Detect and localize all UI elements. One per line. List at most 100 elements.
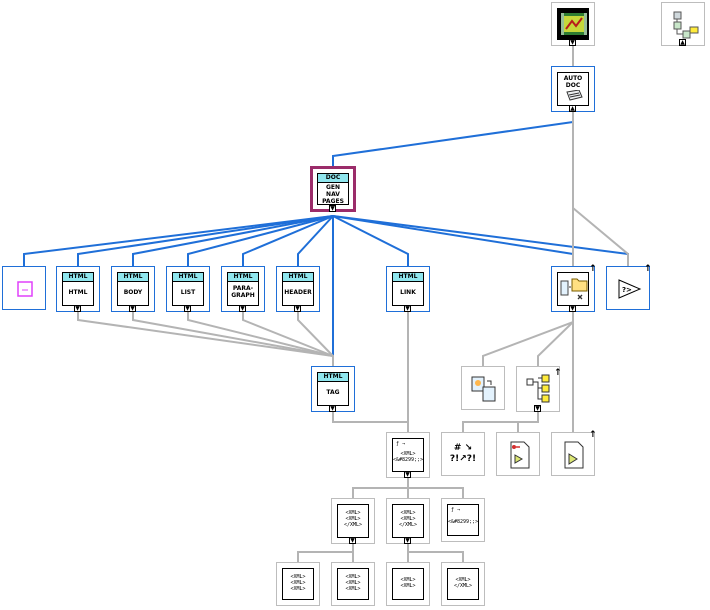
file-vi-icon <box>564 441 584 469</box>
top-main-node[interactable]: ▼ <box>551 2 595 46</box>
wire-escape-to-xmlc <box>408 487 464 498</box>
expand-arrow-icon[interactable]: ▼ <box>329 205 336 212</box>
key-file-node[interactable] <box>496 432 540 476</box>
expand-arrow-icon[interactable]: ▼ <box>349 537 356 544</box>
docgen-frame: DOC GEN NAV PAGES <box>317 173 349 205</box>
html-frame: HTML HTML <box>62 272 94 306</box>
docgen-node[interactable]: DOC GEN NAV PAGES ▼ <box>310 166 356 212</box>
list-frame: HTML LIST <box>172 272 204 306</box>
top-right-node[interactable]: ▲ <box>661 2 705 46</box>
docgen-header: DOC <box>318 174 348 183</box>
html-label: HTML <box>68 289 88 296</box>
wire-tag-to-escape <box>332 412 408 423</box>
special-chars-node[interactable]: # ↘ ?!↗?! <box>441 432 485 476</box>
prompt-frame: ?> <box>612 272 644 304</box>
top-right-frame <box>667 8 699 40</box>
wire-fileops-to-pathrefs <box>482 312 574 366</box>
tag-node[interactable]: HTML TAG ▼ <box>311 366 355 412</box>
expand-arrow-icon[interactable]: ▼ <box>404 305 411 312</box>
wire-paragraph-to-tag <box>242 312 334 357</box>
xml-escape-node[interactable]: ƒ → <XML> <&#8299;;> ▼ <box>386 432 430 478</box>
xml-c-frame: ƒ → <&#8299;;> <box>447 504 479 536</box>
wire-tree-to-children <box>462 412 539 432</box>
header-label: HEADER <box>284 289 312 296</box>
empty-string-frame <box>8 272 40 304</box>
xml-d-node[interactable]: <XML> <XML> <XML> <box>276 562 320 606</box>
expand-arrow-icon[interactable]: ▼ <box>404 537 411 544</box>
body-header: HTML <box>118 273 148 282</box>
wire-autodoc-to-prompt <box>572 207 629 266</box>
collapse-arrow-icon[interactable]: ▲ <box>679 39 686 46</box>
blue-wire-group <box>23 112 629 366</box>
key-file-frame <box>502 438 534 470</box>
xml-b-node[interactable]: <XML> <XML> </XML> ▼ <box>386 498 430 544</box>
paragraph-header: HTML <box>228 273 258 282</box>
tree-node[interactable]: ↑ ▼ <box>516 366 562 412</box>
expand-arrow-icon[interactable]: ▼ <box>294 305 301 312</box>
xml-f-label: <XML> <XML> <box>400 577 416 589</box>
docgen-label: GEN NAV PAGES <box>322 184 344 205</box>
body-label: BODY <box>123 289 143 296</box>
xml-b-label: <XML> <XML> </XML> <box>398 510 418 528</box>
expand-arrow-icon[interactable]: ▼ <box>129 305 136 312</box>
xml-f-node[interactable]: <XML> <XML> <box>386 562 430 606</box>
xml-a-label: <XML> <XML> </XML> <box>343 510 363 528</box>
autodoc-label: AUTO DOC <box>563 75 583 89</box>
wire-xmla-fanout <box>297 544 354 562</box>
paragraph-node[interactable]: HTML PARA- GRAPH ▼ <box>221 266 265 312</box>
top-main-frame <box>557 8 589 40</box>
path-refs-node[interactable] <box>461 366 505 410</box>
expand-arrow-icon[interactable]: ▼ <box>184 305 191 312</box>
wire-body-to-tag <box>132 312 334 357</box>
wire-xmlb-fanout <box>407 544 464 562</box>
paragraph-label: PARA- GRAPH <box>231 285 255 299</box>
header-node[interactable]: HTML HEADER ▼ <box>276 266 320 312</box>
header-frame: HTML HEADER <box>282 272 314 306</box>
html-node[interactable]: HTML HTML ▼ <box>56 266 100 312</box>
special-chars-frame: # ↘ ?!↗?! <box>447 438 479 470</box>
wire-header-to-tag <box>297 312 334 357</box>
wire-list-to-tag <box>187 312 334 357</box>
expand-arrow-icon[interactable]: ▼ <box>74 305 81 312</box>
prompt-node[interactable]: ?> ↑ <box>606 265 652 310</box>
file-vi-node[interactable]: ↑ <box>551 431 597 476</box>
link-header: HTML <box>393 273 423 282</box>
xml-g-node[interactable]: <XML> </XML> <box>441 562 485 606</box>
xml-a-node[interactable]: <XML> <XML> </XML> ▼ <box>331 498 375 544</box>
wire-html-to-tag <box>77 312 334 366</box>
expand-arrow-icon[interactable]: ▼ <box>569 39 576 46</box>
empty-string-node[interactable] <box>2 266 46 310</box>
wire-docgen-to-html <box>77 215 334 266</box>
wire-docgen-to-empty <box>23 215 334 266</box>
xml-g-label: <XML> </XML> <box>453 577 473 589</box>
xml-d-label: <XML> <XML> <XML> <box>290 574 306 592</box>
up-arrow-icon: ↑ <box>554 368 562 378</box>
tag-header: HTML <box>318 373 348 382</box>
link-node[interactable]: HTML LINK ▼ <box>386 266 430 312</box>
function-arrow-icon: ƒ → <box>451 507 461 513</box>
expand-arrow-icon[interactable]: ▼ <box>569 305 576 312</box>
file-vi-frame <box>557 438 589 470</box>
xml-e-frame: <XML> <XML> <XML> <box>337 568 369 600</box>
list-node[interactable]: HTML LIST ▼ <box>166 266 210 312</box>
autodoc-node[interactable]: AUTO DOC ▲ <box>551 66 595 112</box>
key-file-icon <box>510 441 530 469</box>
wire-tree-to-keyfile <box>517 421 538 432</box>
file-ops-node[interactable]: ↑ ▼ <box>551 264 597 312</box>
autodoc-frame: AUTO DOC <box>557 72 589 106</box>
document-stack-icon <box>566 90 583 101</box>
paragraph-frame: HTML PARA- GRAPH <box>227 272 259 306</box>
expand-arrow-icon[interactable]: ▼ <box>329 405 336 412</box>
expand-arrow-icon[interactable]: ▼ <box>534 405 541 412</box>
expand-arrow-icon[interactable]: ▼ <box>239 305 246 312</box>
xml-c-node[interactable]: ƒ → <&#8299;;> <box>441 498 485 542</box>
xml-e-node[interactable]: <XML> <XML> <XML> <box>331 562 375 606</box>
expand-arrow-icon[interactable]: ▼ <box>404 471 411 478</box>
body-frame: HTML BODY <box>117 272 149 306</box>
up-arrow-icon: ↑ <box>589 264 597 274</box>
body-node[interactable]: HTML BODY ▼ <box>111 266 155 312</box>
list-header: HTML <box>173 273 203 282</box>
collapse-arrow-icon[interactable]: ▲ <box>569 105 576 112</box>
xml-b-frame: <XML> <XML> </XML> <box>392 504 424 538</box>
